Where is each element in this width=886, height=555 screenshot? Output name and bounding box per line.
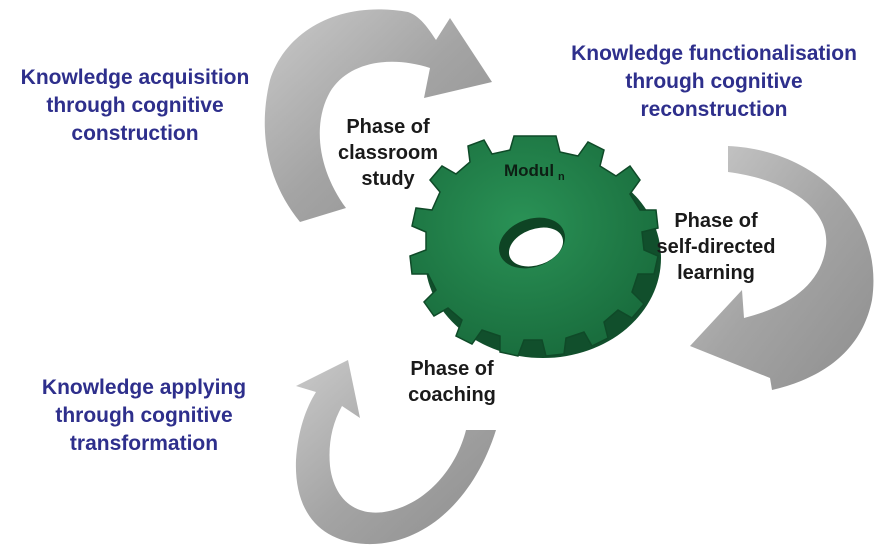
outcome-applying: Knowledge applying through cognitive tra… <box>41 376 247 455</box>
phase-self-directed-learning: Phase of self-directed learning <box>656 210 776 284</box>
outcome-functionalisation: Knowledge functionalisation through cogn… <box>571 42 857 121</box>
phase-classroom-study: Phase of classroom study <box>337 116 439 190</box>
outcome-acquisition: Knowledge acquisition through cognitive … <box>20 66 250 145</box>
phase-coaching: Phase of coaching <box>408 358 496 406</box>
cycle-arrow-top <box>264 9 492 223</box>
cycle-arrow-right <box>690 146 874 390</box>
cycle-arrow-bottom <box>295 360 496 545</box>
